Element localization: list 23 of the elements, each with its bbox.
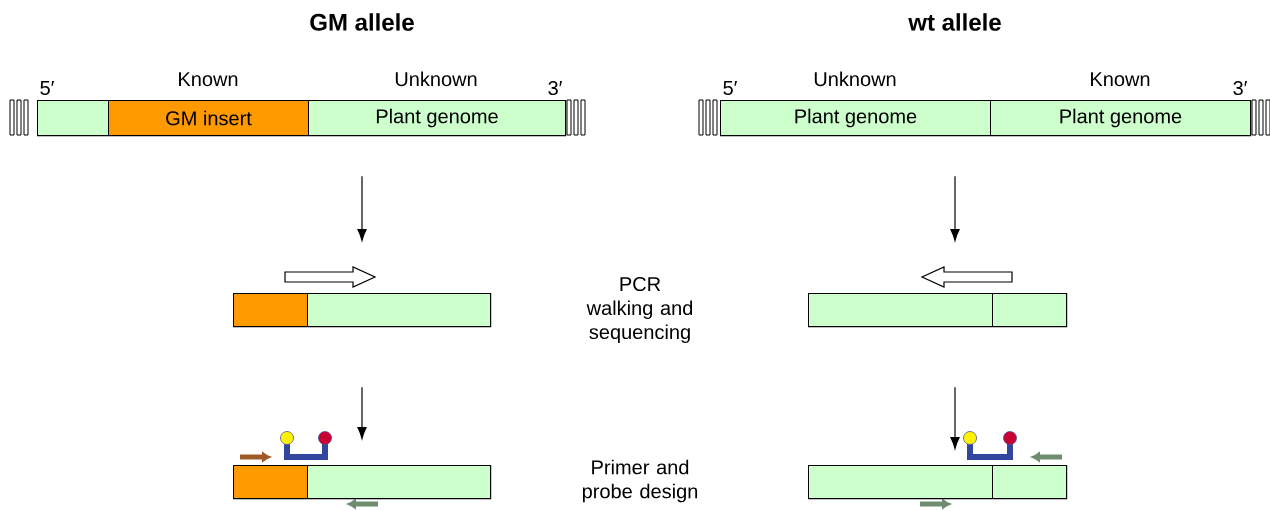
dna-segment: Plant genome (308, 100, 566, 136)
region-label: Unknown (395, 71, 477, 87)
dna-segment: Plant genome (720, 100, 991, 136)
region-label: Known (1091, 72, 1150, 87)
allele-heading: GM allele (310, 13, 414, 31)
allele-heading: wt allele (908, 13, 1001, 31)
dna-segment: GM insert (108, 100, 309, 136)
arrow (357, 175, 367, 241)
step-label: PCR walking and sequencing (586, 276, 693, 344)
strand-end-label: 5′ (40, 81, 55, 95)
arrow (950, 386, 960, 450)
arrow (357, 386, 367, 440)
block-arrow (920, 266, 1013, 288)
dna-segment (37, 100, 109, 136)
strand-end-label: 5′ (723, 81, 738, 95)
step-label: Primer and probe design (582, 459, 698, 503)
arrow (950, 175, 960, 241)
strand-end-label: 3′ (548, 80, 563, 96)
region-label: Known (179, 72, 238, 87)
block-arrow (284, 266, 377, 288)
strand-end-label: 3′ (1233, 80, 1248, 96)
dna-segment: Plant genome (990, 100, 1251, 136)
region-label: Unknown (814, 71, 896, 87)
